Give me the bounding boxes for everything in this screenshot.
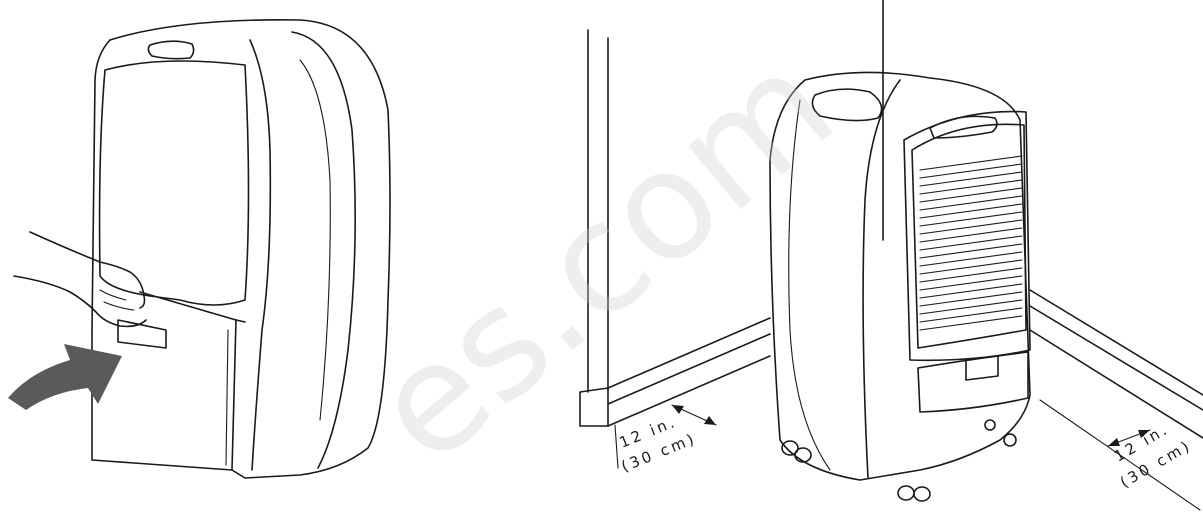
dehumidifier-rear-view: [769, 71, 1031, 502]
hand-illustration: [13, 231, 147, 328]
insert-direction-arrow: [8, 344, 122, 410]
casters: [781, 433, 1017, 502]
clearance-dimension-right: 12 in. (30 cm): [1039, 399, 1201, 511]
vent-grille: [919, 155, 1023, 331]
room-corner: [579, 0, 1203, 439]
dehumidifier-front-view: [91, 19, 391, 479]
